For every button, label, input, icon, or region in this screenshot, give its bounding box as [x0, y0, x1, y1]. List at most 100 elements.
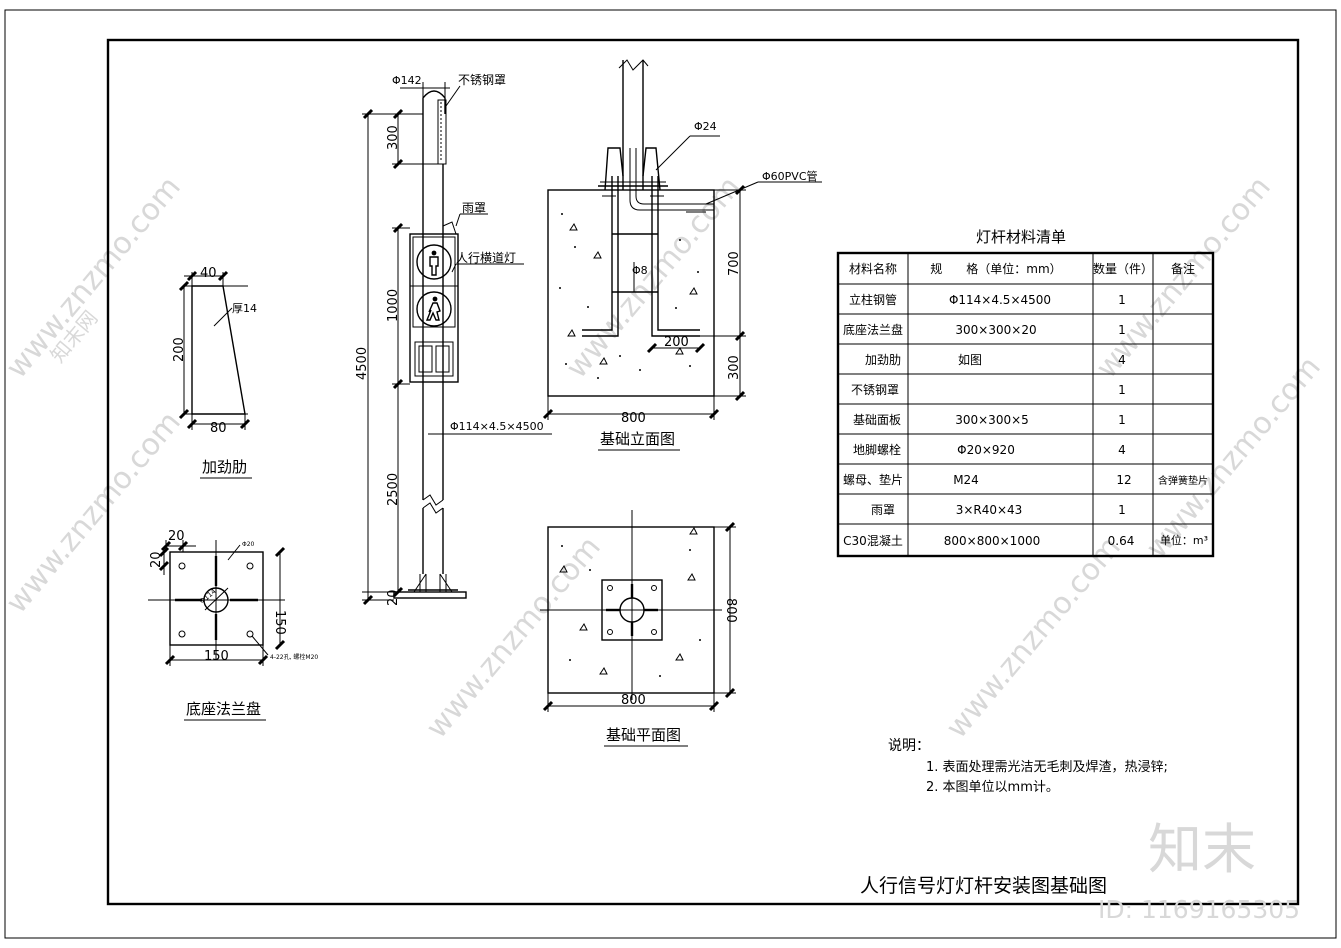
stainless-cover-label: 不锈钢罩: [458, 73, 506, 87]
flange-detail: 20 20 150 150 Φ20 Φ114 4-22孔, 螺栓M20 底座法兰…: [148, 529, 318, 721]
table-cell: 底座法兰盘: [843, 322, 903, 337]
table-cell: C30混凝土: [843, 533, 903, 548]
countdown-display: [414, 341, 454, 377]
signal-head: [409, 233, 459, 383]
concrete-hatch: [559, 213, 699, 379]
watermark-text: www.znzmo.com: [419, 530, 608, 745]
pedestrian-walking-lamp: [416, 291, 452, 327]
bolt-hole: [246, 562, 254, 570]
table-cell: Φ20×920: [957, 443, 1015, 457]
table-cell: 0.64: [1108, 534, 1135, 548]
elevation-dim-300: 300: [727, 355, 742, 380]
table-cell: 螺母、垫片: [843, 472, 903, 487]
plan-base-plate: [601, 579, 663, 641]
inner-border: [106, 38, 1300, 906]
watermark-layer: www.znzmo.com www.znzmo.com www.znzmo.co…: [0, 170, 1328, 745]
pole-top-diameter: Φ142: [392, 74, 422, 87]
rib-thickness: 厚14: [232, 302, 257, 315]
table-cell: 4: [1118, 443, 1126, 457]
concrete-block: [547, 189, 715, 397]
table-cell: 1: [1118, 323, 1126, 337]
pole-dim-1000: 1000: [386, 289, 401, 322]
table-cell: 雨罩: [871, 503, 895, 517]
table-cell: 含弹簧垫片: [1158, 474, 1208, 487]
rain-hood-label: 雨罩: [462, 201, 486, 215]
header-name: 材料名称: [849, 261, 897, 276]
pole-dim-300: 300: [386, 125, 401, 150]
foundation-plan: 800 800 基础平面图: [540, 510, 738, 747]
table-cell: 1: [1118, 383, 1126, 397]
flange-note-holes: 4-22孔, 螺栓M20: [270, 653, 318, 661]
materials-table: 灯杆材料清单 材料名称 规 格（单位：mm） 数量（件） 备注 立柱钢管 Φ11…: [836, 228, 1215, 558]
drawing-title: 人行信号灯灯杆安装图基础图: [860, 875, 1107, 897]
watermark-text: www.znzmo.com: [559, 170, 748, 385]
notes: 说明： 1. 表面处理需光洁无毛刺及焊渣，热浸锌; 2. 本图单位以mm计。: [888, 738, 1168, 795]
crossing-lamp-label: 人行横道灯: [456, 251, 516, 265]
notes-heading: 说明：: [888, 738, 930, 754]
flange-dim-20b: 20: [149, 551, 164, 568]
foundation-elevation: 800 700 300 200 Φ24 Φ60PVC管 Φ8 基础立面图: [542, 59, 822, 451]
rain-hood: [442, 221, 457, 235]
materials-title: 灯杆材料清单: [976, 228, 1066, 246]
table-cell: 300×300×20: [955, 323, 1036, 337]
flange-note-top: Φ20: [242, 541, 255, 548]
table-cell: 基础面板: [853, 413, 901, 427]
plan-hatch: [559, 527, 701, 677]
table-cell: 立柱钢管: [849, 292, 897, 307]
walking-figure-icon: [425, 296, 441, 321]
pole-dim-2500: 2500: [386, 473, 401, 506]
outer-border: [4, 9, 1337, 939]
elevation-dim-200: 200: [664, 335, 689, 350]
elevation-dim-800: 800: [621, 411, 646, 426]
header-spec: 规 格（单位：mm）: [930, 261, 1061, 276]
pvc-label: Φ60PVC管: [762, 169, 818, 183]
note-item: 1. 表面处理需光洁无毛刺及焊渣，热浸锌;: [926, 759, 1168, 775]
pedestrian-standing-lamp: [416, 244, 452, 280]
standing-figure-icon: [429, 250, 439, 276]
flange-title: 底座法兰盘: [186, 700, 261, 718]
rib-dim-bottom: 80: [210, 421, 227, 436]
table-cell: 1: [1118, 503, 1126, 517]
logo-watermark: 知末: [1148, 818, 1256, 881]
flange-dim-150h: 150: [204, 649, 229, 664]
table-cell: 如图: [958, 352, 982, 367]
table-cell: M24: [953, 473, 979, 487]
watermark-text: www.znzmo.com: [0, 170, 188, 385]
elevation-title: 基础立面图: [600, 430, 675, 448]
flange-note-center: Φ114: [198, 587, 218, 606]
table-cell: 3×R40×43: [956, 503, 1023, 517]
flange-dim-150v: 150: [272, 610, 287, 635]
plan-dim-800v: 800: [723, 598, 738, 623]
table-cell: 1: [1118, 293, 1126, 307]
stainless-cover: [437, 99, 447, 165]
table-cell: 1: [1118, 413, 1126, 427]
rib-title: 加劲肋: [202, 458, 247, 476]
bolt-hole: [178, 562, 186, 570]
rib-dim-top: 40: [200, 266, 217, 281]
table-cell: 地脚螺栓: [853, 442, 901, 457]
rib-detail: 40 200 80 厚14 加劲肋: [172, 266, 257, 479]
table-cell: Φ114×4.5×4500: [949, 293, 1051, 307]
bolt-hole: [246, 630, 254, 638]
table-cell: 加劲肋: [865, 352, 901, 367]
table-cell: 800×800×1000: [944, 534, 1040, 548]
elevation-dim-700: 700: [727, 251, 742, 276]
id-watermark: ID: 1169165305: [1098, 895, 1300, 924]
base-flange: [393, 591, 467, 599]
watermark-text: www.znzmo.com: [939, 530, 1128, 745]
table-cell: 300×300×5: [955, 413, 1029, 427]
flange-dim-20a: 20: [168, 529, 185, 544]
note-item: 2. 本图单位以mm计。: [926, 780, 1059, 795]
rib-dim-height: 200: [172, 337, 187, 362]
elevation-dim-8: Φ8: [632, 264, 648, 277]
table-cell: 4: [1118, 353, 1126, 367]
watermark-text: www.znzmo.com: [1139, 350, 1328, 565]
pole-elevation: 300 1000 4500 2500 20 Φ142 不锈钢罩 雨罩 人行横道灯…: [355, 73, 552, 606]
pole-dim-20: 20: [386, 589, 401, 606]
plan-dim-800h: 800: [621, 693, 646, 708]
table-cell: 12: [1116, 473, 1131, 487]
table-cell: 单位：m³: [1160, 533, 1208, 547]
plan-title: 基础平面图: [606, 726, 681, 744]
elevation-dim-24: Φ24: [694, 120, 717, 133]
